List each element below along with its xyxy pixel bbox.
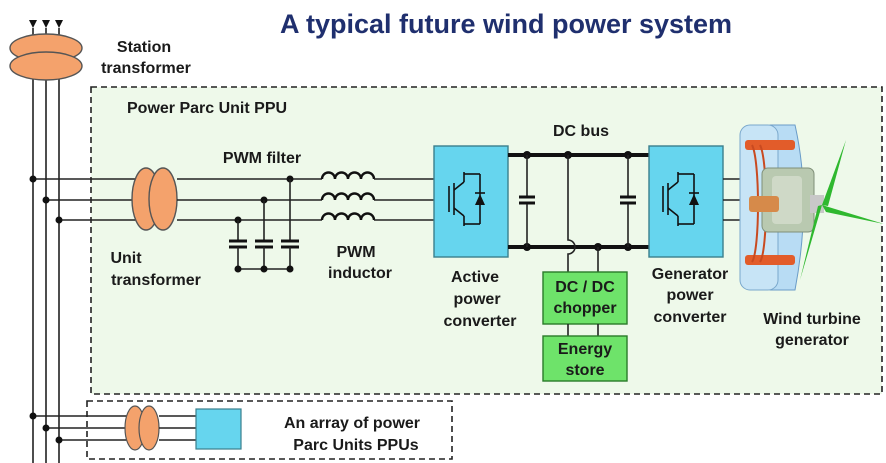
pwm-filter-label: PWM filter <box>223 150 301 167</box>
pwm-inductor-label-1: PWM <box>336 244 375 261</box>
diagram-title: A typical future wind power system <box>280 9 732 39</box>
pwm-inductor-label-2: inductor <box>328 265 392 282</box>
energy-store-label-2: store <box>565 362 604 379</box>
generator-converter-label-1: Generator <box>652 266 728 283</box>
feeder-lines <box>29 175 140 224</box>
wind-turbine-generator <box>739 124 884 291</box>
energy-store-label-1: Energy <box>558 341 612 358</box>
generator-converter-label-3: converter <box>654 309 727 326</box>
dcdc-chopper <box>542 271 628 325</box>
station-transformer <box>9 20 83 81</box>
unit-transformer-label-2: transformer <box>111 272 201 289</box>
array-ppu-box <box>195 408 242 450</box>
converter-input-lines <box>374 178 434 221</box>
dcdc-chopper-label-1: DC / DC <box>555 279 615 296</box>
pwm-filter-capacitors <box>229 179 299 273</box>
array-label-2: Parc Units PPUs <box>293 437 418 454</box>
dc-bus-label: DC bus <box>553 123 609 140</box>
station-transformer-label-2: transformer <box>101 60 191 77</box>
dc-bus <box>508 151 649 272</box>
active-converter-label-2: power <box>453 291 500 308</box>
station-transformer-label-1: Station <box>117 39 171 56</box>
active-converter-label-3: converter <box>444 313 517 330</box>
generator-power-converter <box>648 145 724 258</box>
chopper-store-lines <box>567 324 599 336</box>
array-label-1: An array of power <box>284 415 420 432</box>
active-converter-label-1: Active <box>451 269 499 286</box>
array-transformer <box>124 405 160 451</box>
ac-lines <box>177 175 322 224</box>
station-bus-lines <box>32 72 60 463</box>
pwm-inductor <box>320 171 376 221</box>
active-power-converter <box>433 145 509 258</box>
dcdc-chopper-label-2: chopper <box>553 300 616 317</box>
energy-store <box>542 335 628 382</box>
array-ppu-feeders <box>29 412 132 444</box>
unit-transformer-label-1: Unit <box>110 250 142 267</box>
generator-converter-label-2: power <box>666 287 713 304</box>
array-ppu-lines <box>159 415 196 441</box>
wind-turbine-label-1: Wind turbine <box>763 311 861 328</box>
unit-transformer <box>131 167 178 231</box>
wind-turbine-label-2: generator <box>775 332 849 349</box>
ppu-label: Power Parc Unit PPU <box>127 100 287 117</box>
